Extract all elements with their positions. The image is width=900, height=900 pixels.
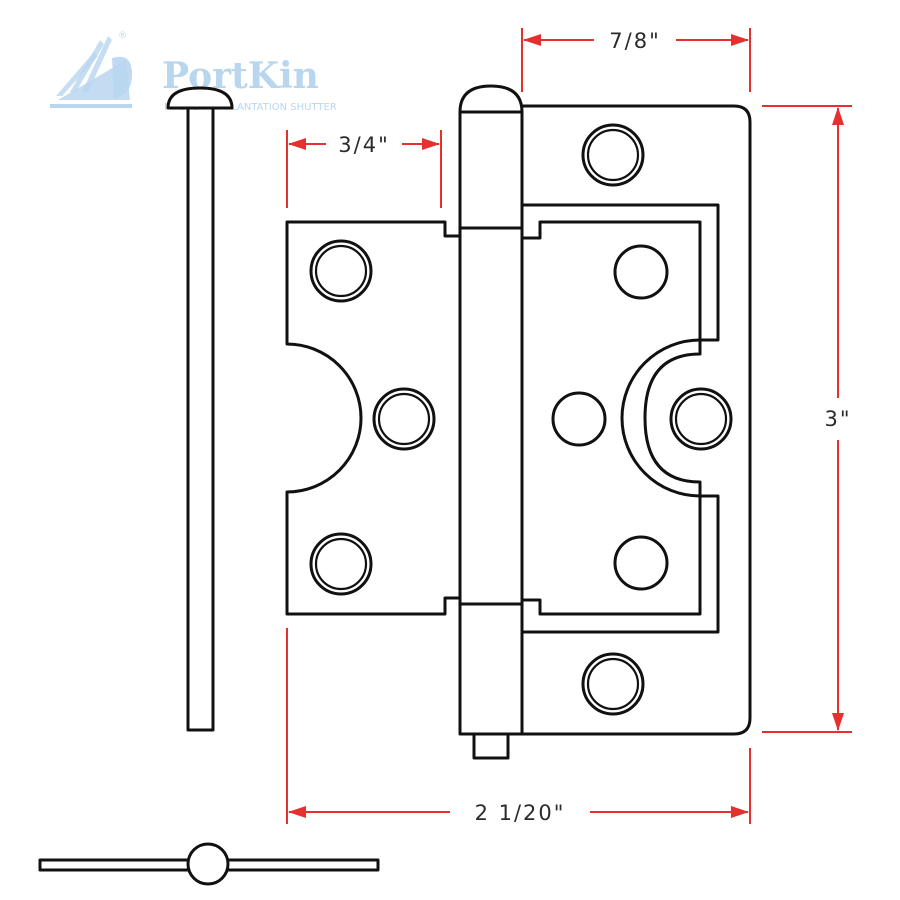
dimension-height: 3" xyxy=(762,105,852,733)
logo-mark-icon xyxy=(50,36,132,108)
right-leaf-center-hole xyxy=(551,391,607,447)
dimension-overall-width: 2 1/20" xyxy=(286,628,751,825)
dimension-label-knuckle-to-edge: 7/8" xyxy=(609,29,660,53)
right-leaf-lower-hole xyxy=(613,535,669,591)
left-leaf-top-hole xyxy=(309,239,373,303)
brand-tagline: MASTER OF PLANTATION SHUTTER xyxy=(164,102,337,113)
right-leaf-bottom-hole xyxy=(581,652,645,716)
left-leaf-bottom-hole xyxy=(309,532,373,596)
dimension-label-leaf-width: 3/4" xyxy=(338,133,389,157)
right-leaf-top-hole xyxy=(581,123,645,187)
dimension-label-height: 3" xyxy=(824,407,851,431)
right-hinge-leaf xyxy=(520,104,752,736)
right-leaf-upper-hole xyxy=(613,244,669,300)
hinge-pin xyxy=(166,86,234,732)
dimension-leaf-width: 3/4" xyxy=(286,130,442,208)
right-leaf-edge-hole xyxy=(669,387,733,451)
left-leaf-middle-hole xyxy=(372,387,436,451)
dimension-label-overall-width: 2 1/20" xyxy=(475,801,566,825)
hinge-knuckle xyxy=(458,84,524,760)
hinge-end-view xyxy=(38,842,380,886)
left-hinge-leaf xyxy=(285,220,462,616)
registered-mark: ® xyxy=(118,31,127,41)
dimension-knuckle-to-edge: 7/8" xyxy=(521,28,751,92)
